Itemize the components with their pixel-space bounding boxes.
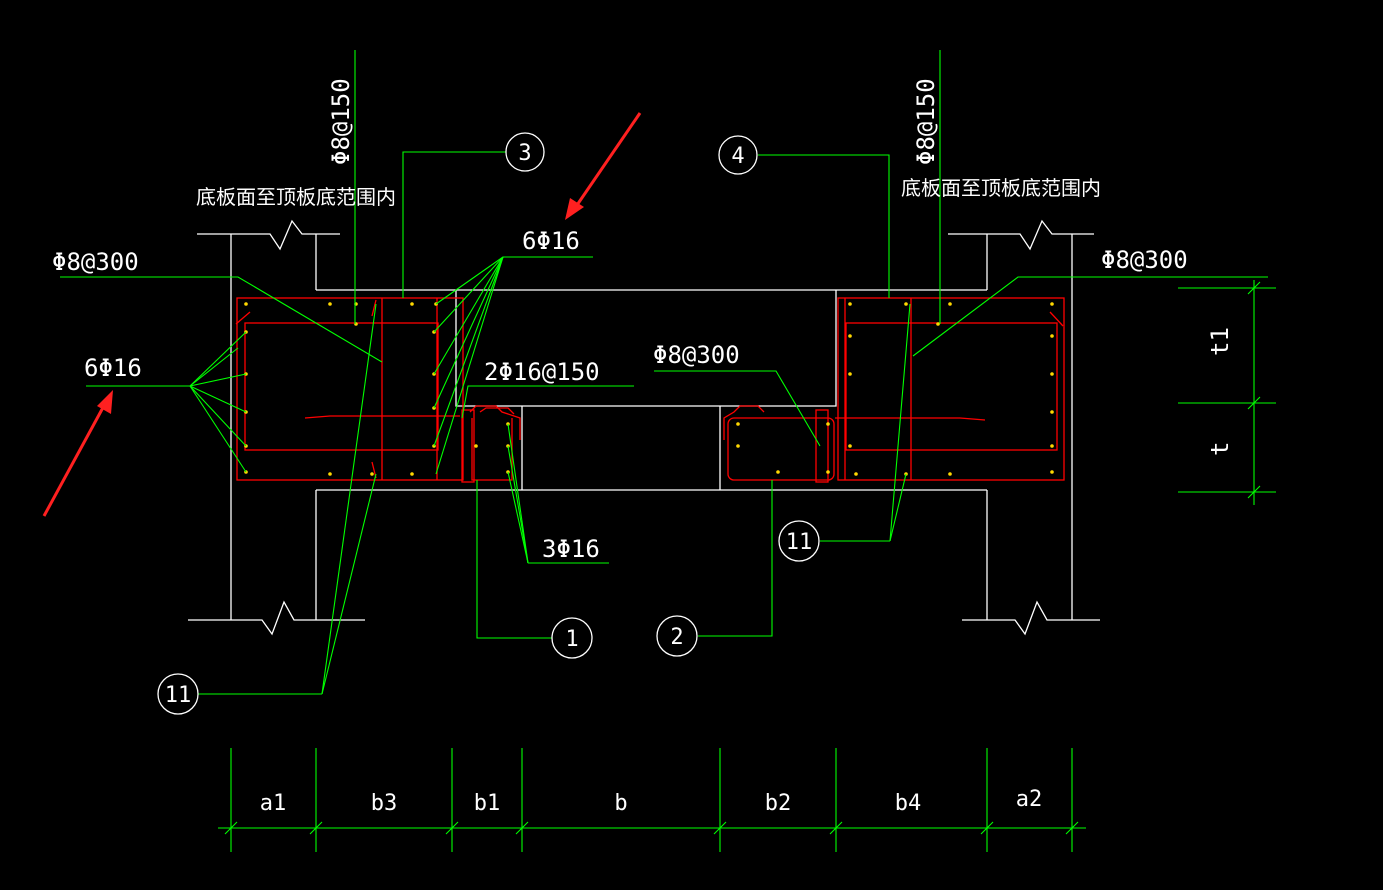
center-stirrup-label: Φ8@300	[653, 341, 740, 369]
callout-circles: 3 4 1 2 11 11	[157, 132, 820, 715]
right-vertical-rebar-label: Φ8@150	[912, 78, 940, 165]
callout-1-label: 1	[565, 627, 578, 652]
right-range-note: 底板面至顶板底范围内	[901, 176, 1101, 200]
dim-b: b	[614, 791, 627, 816]
callout-11-left: 11	[157, 673, 199, 715]
callout-11-right-label: 11	[786, 530, 813, 555]
dim-b4: b4	[895, 791, 922, 816]
dim-a1: a1	[260, 791, 287, 816]
callout-4-label: 4	[731, 144, 744, 169]
bottom-bars-label: 3Φ16	[542, 535, 600, 563]
dim-b1: b1	[474, 791, 501, 816]
callout-2: 2	[656, 615, 698, 657]
structure-outline	[188, 219, 1100, 636]
dim-a2: a2	[1016, 787, 1043, 812]
rebar-cages	[235, 297, 1065, 483]
callout-11-right: 11	[778, 520, 820, 562]
callout-4: 4	[718, 135, 758, 175]
dimension-labels: a1 b3 b1 b b2 b4 a2	[260, 787, 1043, 816]
callout-3: 3	[505, 132, 545, 172]
side-dim-t1-label: t1	[1206, 327, 1234, 356]
callout-1: 1	[551, 617, 593, 659]
arrow-icon	[42, 390, 113, 517]
left-vertical-rebar-label: Φ8@150	[327, 78, 355, 165]
left-range-note: 底板面至顶板底范围内	[196, 185, 396, 209]
side-dim-t-label: t	[1206, 442, 1234, 456]
top-main-bars-label: 6Φ16	[522, 227, 580, 255]
annotation-labels: Φ8@150 Φ8@150 底板面至顶板底范围内 底板面至顶板底范围内 Φ8@3…	[52, 78, 1234, 563]
arrow-icon	[565, 112, 642, 220]
right-stirrup-label: Φ8@300	[1101, 246, 1188, 274]
callout-3-label: 3	[518, 141, 531, 166]
callout-11-left-label: 11	[165, 683, 192, 708]
left-stirrup-label: Φ8@300	[52, 248, 139, 276]
callout-2-label: 2	[670, 625, 683, 650]
red-arrows	[42, 112, 642, 517]
dim-b3: b3	[371, 791, 398, 816]
leader-lines	[60, 50, 1276, 852]
center-bars-label: 2Φ16@150	[484, 358, 600, 386]
left-main-bars-label: 6Φ16	[84, 354, 142, 382]
dim-b2: b2	[765, 791, 792, 816]
